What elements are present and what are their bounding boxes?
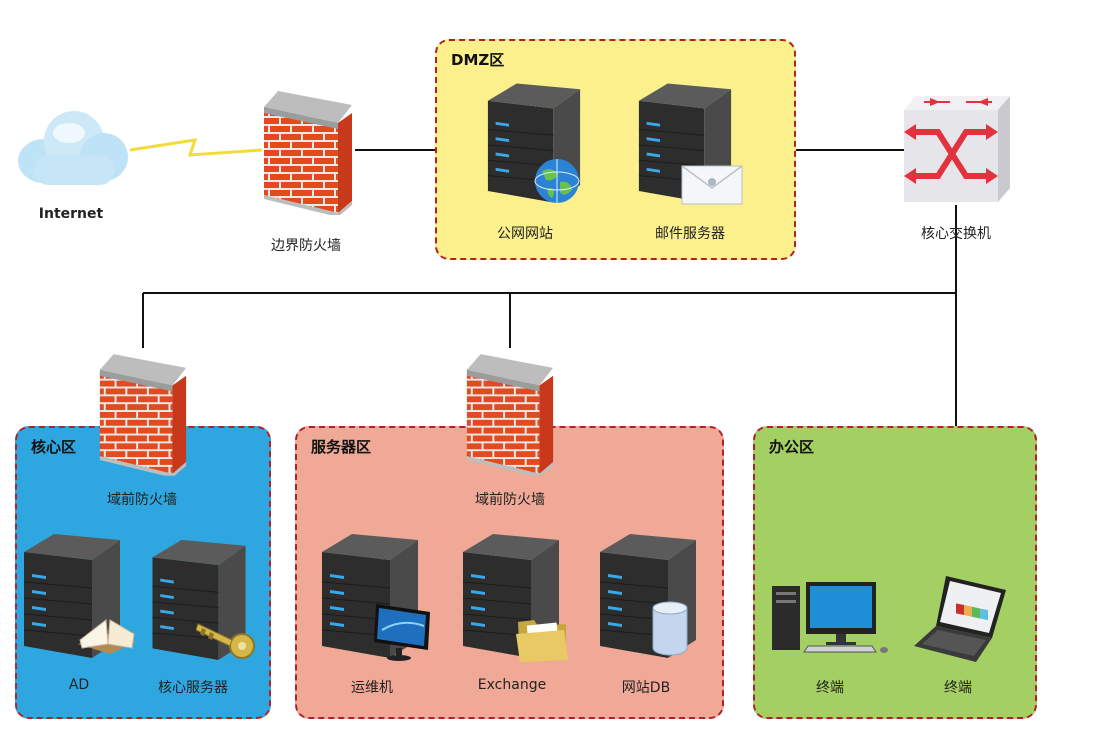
core-firewall-label: 域前防火墙	[107, 492, 177, 508]
zone-title: 服务器区	[311, 438, 372, 456]
terminal2-label: 终端	[944, 680, 972, 696]
public-site-label: 公网网站	[497, 226, 553, 242]
exchange-label: Exchange	[477, 677, 547, 693]
terminal1-label: 终端	[816, 680, 844, 696]
firewall-icon	[461, 346, 559, 478]
zone-title: 办公区	[769, 438, 815, 456]
book-icon	[78, 619, 136, 654]
core-server-label: 核心服务器	[158, 680, 228, 696]
server-firewall-label: 域前防火墙	[475, 492, 545, 508]
monitor-icon	[374, 604, 430, 661]
internet-label: Internet	[38, 206, 104, 222]
envelope-icon	[681, 165, 743, 205]
ad-label: AD	[68, 677, 90, 693]
folder-icon	[516, 620, 568, 662]
border-firewall-label: 边界防火墙	[271, 238, 341, 254]
office-zone: 办公区	[753, 426, 1037, 719]
site-db-label: 网站DB	[621, 680, 671, 696]
core-switch-label: 核心交换机	[921, 226, 991, 242]
zone-title: 核心区	[31, 438, 77, 456]
key-icon	[196, 623, 255, 659]
switch-icon	[904, 96, 1010, 202]
globe-icon	[534, 159, 580, 203]
firewall-icon	[94, 346, 192, 478]
laptop-icon	[914, 576, 1006, 662]
firewall-icon	[258, 80, 358, 220]
zone-title: DMZ区	[451, 51, 505, 69]
mail-server-label: 邮件服务器	[655, 226, 725, 242]
desktop-pc-icon	[772, 582, 888, 653]
database-icon	[652, 601, 688, 656]
ops-label: 运维机	[351, 680, 393, 696]
cloud-icon	[18, 111, 128, 185]
